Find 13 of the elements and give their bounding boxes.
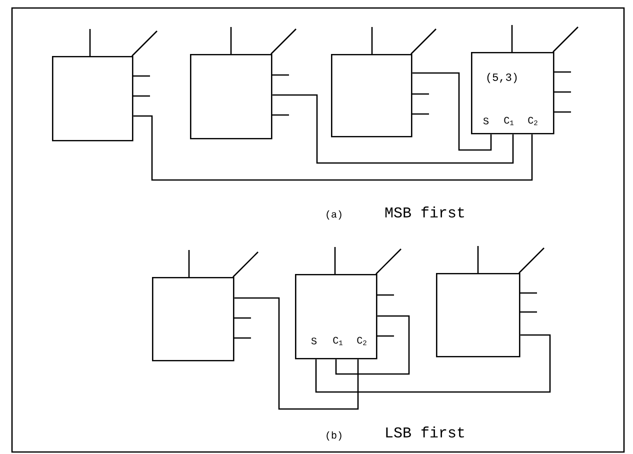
wire <box>412 72 492 151</box>
panel-tag: (b) <box>326 431 342 441</box>
block-box <box>52 29 158 142</box>
wire <box>272 94 514 164</box>
caption: LSB first <box>386 426 464 438</box>
block-box <box>190 27 296 140</box>
block-box <box>152 250 258 362</box>
block-box <box>331 27 436 138</box>
caption: MSB first <box>385 206 464 218</box>
wire <box>133 115 533 181</box>
wire <box>315 334 551 393</box>
panel-tag: (a) <box>326 210 342 220</box>
block-box <box>436 246 544 358</box>
